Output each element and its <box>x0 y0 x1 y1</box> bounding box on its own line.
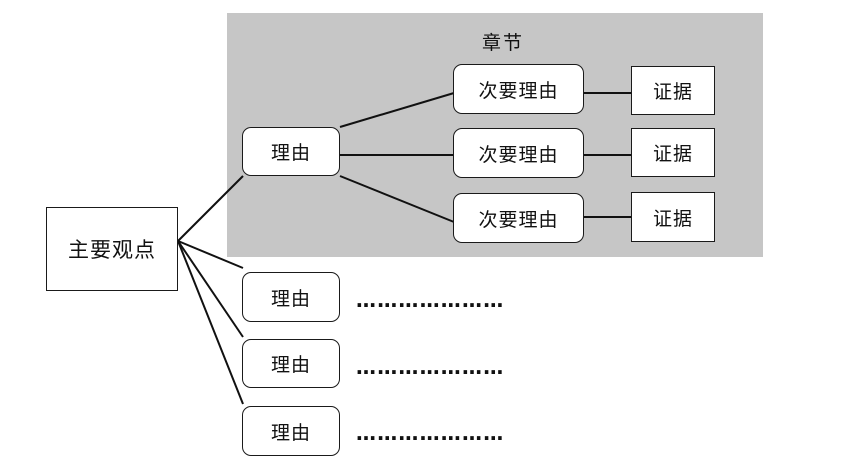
sub-reason-box-2: 次要理由 <box>453 128 584 178</box>
reason-box-3: 理由 <box>242 339 340 388</box>
reason-box-2: 理由 <box>242 272 340 322</box>
sub-reason-box-1: 次要理由 <box>453 64 584 114</box>
connector-main-to-reason-1 <box>177 175 244 242</box>
reason-box-expanded: 理由 <box>242 127 340 176</box>
connector-main-to-reason-4 <box>177 240 244 405</box>
connector-reason-to-sub-3 <box>339 175 455 223</box>
main-point-box: 主要观点 <box>46 207 178 291</box>
connector-main-to-reason-3 <box>177 240 244 338</box>
reason-box-4: 理由 <box>242 406 340 456</box>
chapter-title: 章节 <box>481 32 524 54</box>
continuation-ellipsis-2: ………………… <box>356 355 505 379</box>
evidence-box-3: 证据 <box>631 192 715 242</box>
continuation-ellipsis-1: ………………… <box>356 288 505 312</box>
evidence-box-1: 证据 <box>631 66 715 115</box>
connector-main-to-reason-2 <box>177 240 244 269</box>
sub-reason-box-3: 次要理由 <box>453 193 584 243</box>
connector-reason-to-sub-1 <box>339 92 455 128</box>
continuation-ellipsis-3: ………………… <box>356 421 505 445</box>
evidence-box-2: 证据 <box>631 128 715 177</box>
